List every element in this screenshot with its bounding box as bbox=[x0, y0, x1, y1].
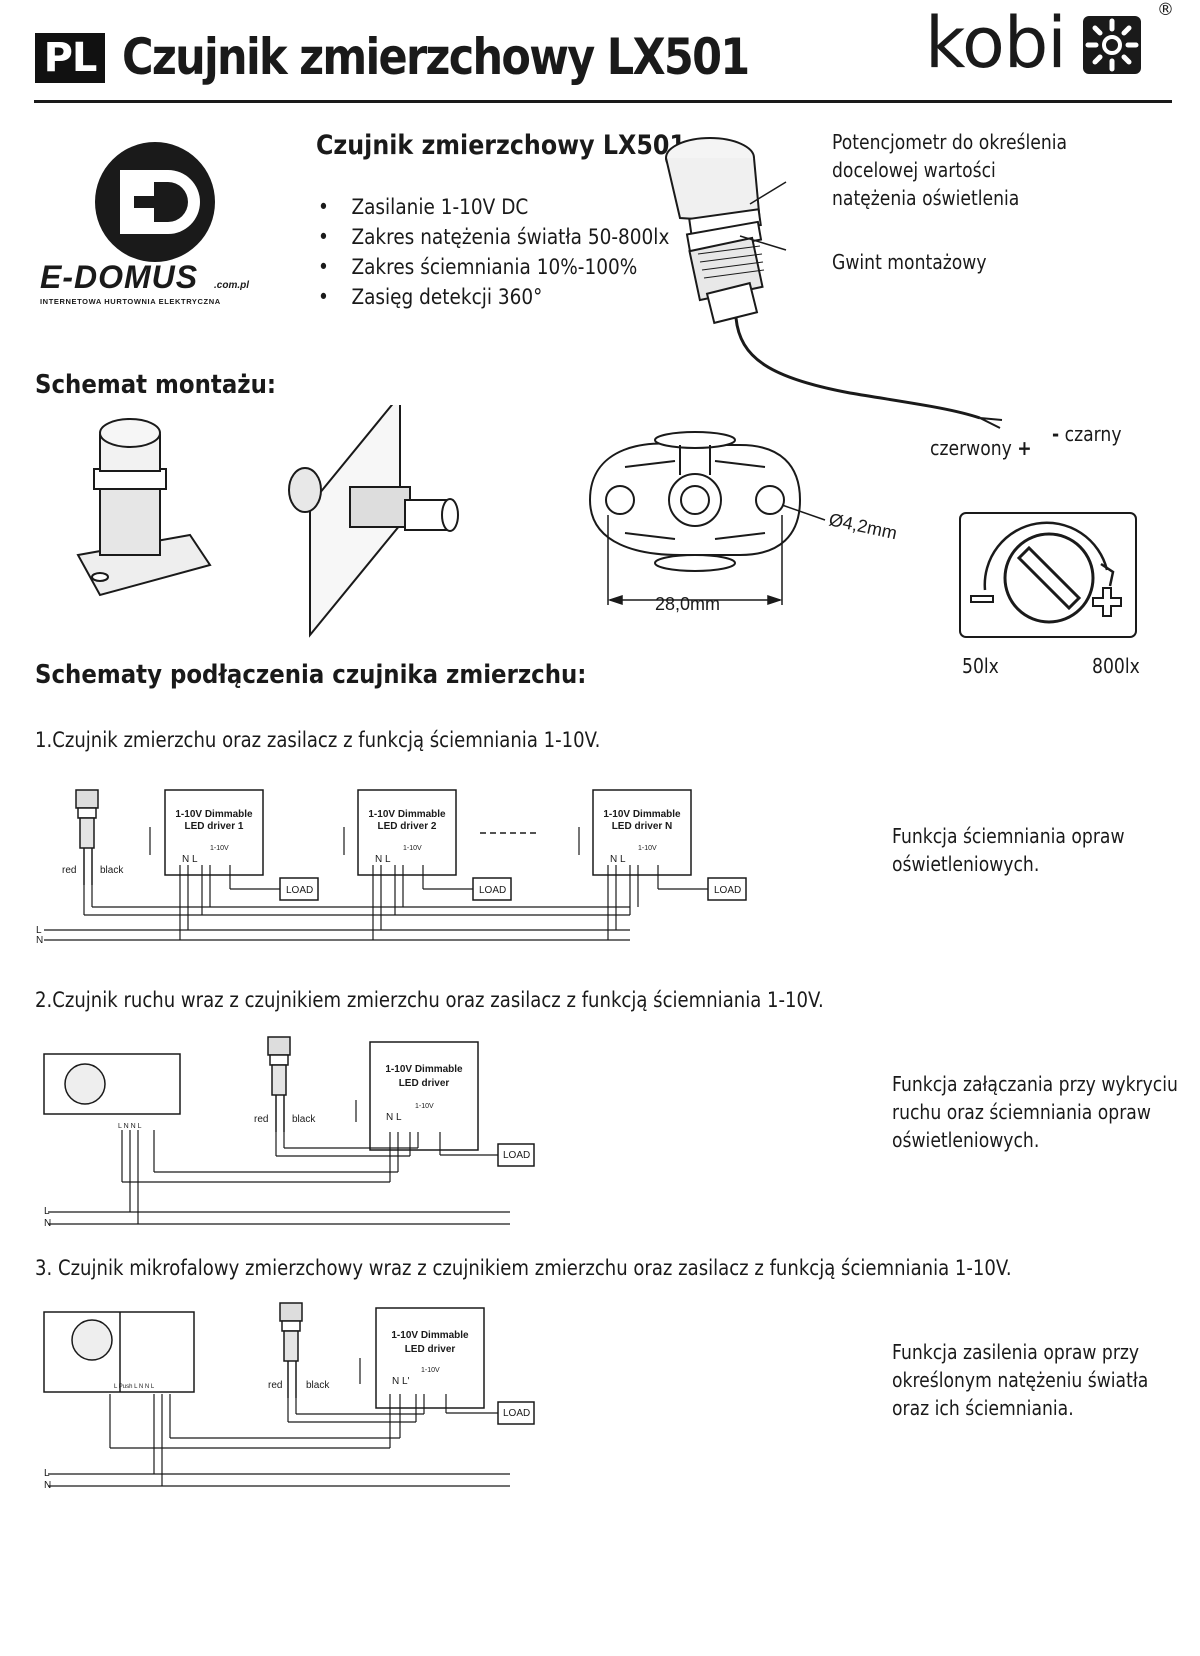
product-title: Czujnik zmierzchowy LX501 bbox=[316, 130, 686, 161]
diagram-1-title: 1.Czujnik zmierzchu oraz zasilacz z funk… bbox=[35, 728, 601, 752]
registered-mark: ® bbox=[1157, 0, 1174, 20]
svg-text:LED driver N: LED driver N bbox=[612, 821, 673, 832]
svg-text:LOAD: LOAD bbox=[714, 885, 741, 896]
svg-text:N L: N L bbox=[182, 854, 198, 865]
svg-text:N L: N L bbox=[386, 1112, 402, 1123]
hole-dimension: Ø4,2mm bbox=[827, 509, 899, 543]
svg-text:LOAD: LOAD bbox=[503, 1408, 530, 1419]
red-wire-label: czerwony + bbox=[930, 436, 1032, 460]
feature-list: •Zasilanie 1-10V DC •Zakres natężenia św… bbox=[318, 192, 717, 312]
title-divider bbox=[34, 100, 1172, 103]
svg-text:L N N L: L N N L bbox=[118, 1123, 142, 1130]
svg-text:1-10V: 1-10V bbox=[403, 845, 422, 852]
diagram-3-title: 3. Czujnik mikrofalowy zmierzchowy wraz … bbox=[35, 1256, 1012, 1280]
connections-heading: Schematy podłączenia czujnika zmierzchu: bbox=[35, 660, 587, 690]
svg-text:red: red bbox=[254, 1114, 268, 1125]
svg-text:LED driver: LED driver bbox=[399, 1078, 450, 1089]
diagram-3-note: Funkcja zasilenia opraw przy określonym … bbox=[892, 1340, 1149, 1420]
svg-text:L: L bbox=[44, 1468, 50, 1479]
knob-min-label: 50lx bbox=[962, 654, 999, 678]
svg-text:1-10V: 1-10V bbox=[638, 845, 657, 852]
logo-tagline: INTERNETOWA HURTOWNIA ELEKTRYCZNA bbox=[40, 297, 221, 306]
svg-text:1-10V: 1-10V bbox=[415, 1103, 434, 1110]
knob-max-label: 800lx bbox=[1092, 654, 1140, 678]
sensor-illustration bbox=[665, 137, 1003, 429]
diagram-1-note: Funkcja ściemniania opraw oświetleniowyc… bbox=[892, 824, 1125, 876]
thread-callout: Gwint montażowy bbox=[832, 250, 987, 274]
svg-text:black: black bbox=[306, 1380, 330, 1391]
width-dimension: 28,0mm bbox=[655, 594, 720, 614]
svg-text:1-10V: 1-10V bbox=[421, 1367, 440, 1374]
mounting-diagram: 28,0mm Ø4,2mm bbox=[76, 405, 899, 638]
diagram-2-title: 2.Czujnik ruchu wraz z czujnikiem zmierz… bbox=[35, 988, 824, 1012]
svg-text:LED driver: LED driver bbox=[405, 1344, 456, 1355]
svg-text:1-10V Dimmable: 1-10V Dimmable bbox=[603, 809, 681, 820]
svg-text:1-10V Dimmable: 1-10V Dimmable bbox=[368, 809, 446, 820]
svg-text:1-10V Dimmable: 1-10V Dimmable bbox=[391, 1330, 469, 1341]
svg-text:L: L bbox=[36, 925, 42, 936]
sensor-through-panel bbox=[288, 405, 459, 638]
kobi-sun-icon bbox=[1083, 16, 1141, 74]
bracket-top-view bbox=[588, 431, 802, 572]
svg-text:L Push L N N L: L Push L N N L bbox=[114, 1384, 155, 1390]
potentiometer-knob-diagram bbox=[959, 512, 1137, 638]
feature-item: •Zasilanie 1-10V DC bbox=[318, 195, 529, 219]
logo-name: E-DOMUS bbox=[40, 259, 198, 295]
svg-text:red: red bbox=[62, 865, 76, 876]
svg-text:LED driver 1: LED driver 1 bbox=[185, 821, 244, 832]
svg-text:LOAD: LOAD bbox=[503, 1150, 530, 1161]
mounting-heading: Schemat montażu: bbox=[35, 370, 277, 400]
minus-icon bbox=[970, 595, 994, 603]
svg-text:1-10V Dimmable: 1-10V Dimmable bbox=[385, 1064, 463, 1075]
svg-text:black: black bbox=[292, 1114, 316, 1125]
svg-text:LOAD: LOAD bbox=[479, 885, 506, 896]
page-title: Czujnik zmierzchowy LX501 bbox=[122, 28, 750, 86]
svg-text:red: red bbox=[268, 1380, 282, 1391]
plus-icon bbox=[1092, 587, 1122, 617]
brand-logo-text: kobi bbox=[925, 2, 1067, 84]
e-domus-logo: E-DOMUS .com.pl INTERNETOWA HURTOWNIA EL… bbox=[40, 142, 249, 306]
svg-text:N L': N L' bbox=[392, 1376, 410, 1387]
svg-text:1-10V Dimmable: 1-10V Dimmable bbox=[175, 809, 253, 820]
feature-item: •Zasięg detekcji 360° bbox=[318, 285, 543, 309]
svg-text:LED driver 2: LED driver 2 bbox=[378, 821, 437, 832]
svg-text:L: L bbox=[44, 1206, 50, 1217]
feature-item: •Zakres natężenia światła 50-800lx bbox=[318, 225, 670, 249]
feature-item: •Zakres ściemniania 10%-100% bbox=[318, 255, 638, 279]
svg-text:N L: N L bbox=[375, 854, 391, 865]
svg-text:N: N bbox=[44, 1218, 51, 1229]
svg-text:black: black bbox=[100, 865, 124, 876]
sensor-on-bracket bbox=[76, 418, 212, 597]
svg-text:N: N bbox=[44, 1480, 51, 1491]
logo-domain: .com.pl bbox=[214, 280, 249, 291]
svg-text:LOAD: LOAD bbox=[286, 885, 313, 896]
svg-text:1-10V: 1-10V bbox=[210, 845, 229, 852]
potentiometer-callout: Potencjometr do określenia docelowej war… bbox=[832, 130, 1068, 210]
svg-text:N: N bbox=[36, 935, 43, 946]
svg-text:N L: N L bbox=[610, 854, 626, 865]
diagram-2-note: Funkcja załączania przy wykryciu ruchu o… bbox=[892, 1072, 1178, 1152]
black-wire-label: - czarny bbox=[1052, 422, 1122, 446]
language-badge: PL bbox=[35, 33, 105, 83]
